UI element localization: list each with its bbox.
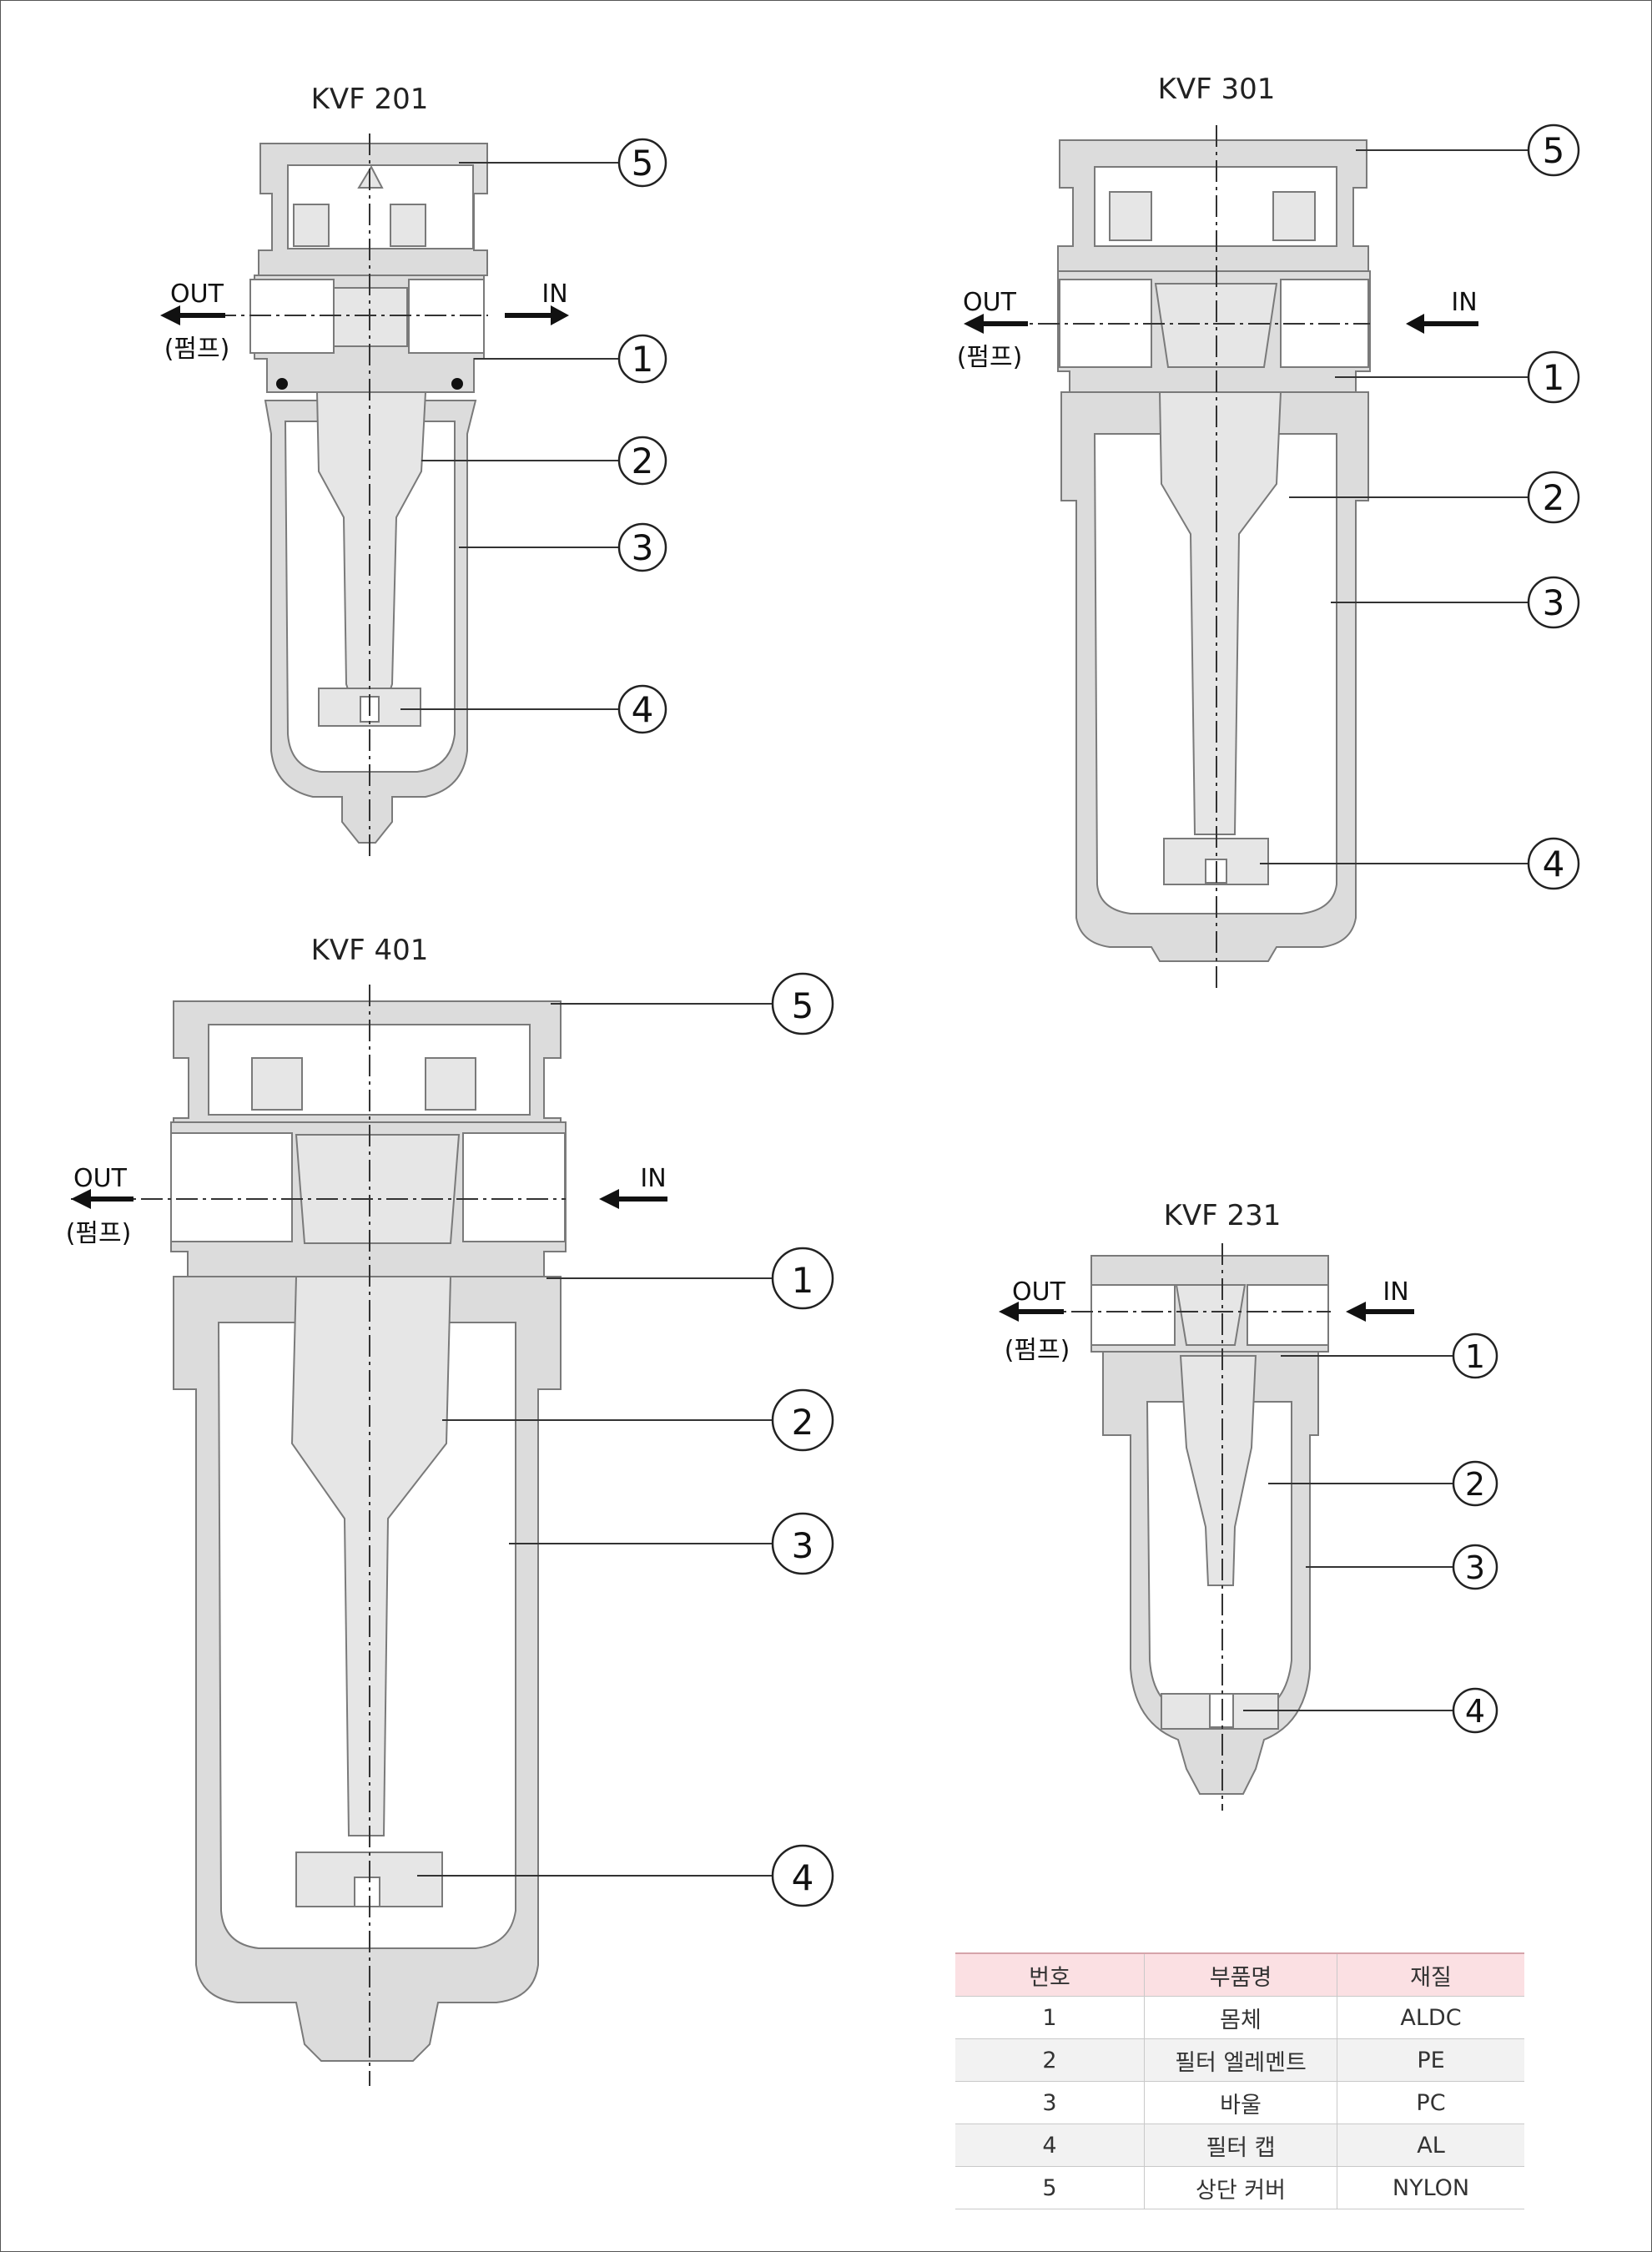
callout-3-kvf401: 3 <box>771 1512 834 1575</box>
row-number: 2 <box>955 2038 1145 2082</box>
in-label-kvf301: IN <box>1451 288 1477 317</box>
callout-5-kvf401: 5 <box>771 972 834 1035</box>
callout-1-kvf201: 1 <box>617 334 667 384</box>
model-title-kvf401: KVF 401 <box>311 934 429 967</box>
row-number: 1 <box>955 1996 1145 2039</box>
filter-drawing-kvf201: KVF 201 OUT (펌프) IN <box>160 83 667 859</box>
out-label-kvf301: OUT <box>963 288 1017 317</box>
callout-5-kvf201: 5 <box>617 138 667 188</box>
row-part-name: 필터 엘레멘트 <box>1144 2038 1337 2082</box>
svg-text:1: 1 <box>632 339 654 380</box>
row-part-name: 몸체 <box>1144 1996 1337 2039</box>
filter-drawing-kvf401: KVF 401 OUT (펌프) IN 5 1 2 3 4 <box>66 934 834 2086</box>
table-row: 5 상단 커버 NYLON <box>955 2166 1524 2209</box>
callout-3-kvf301: 3 <box>1527 576 1580 629</box>
svg-text:1: 1 <box>1465 1338 1485 1375</box>
svg-text:3: 3 <box>1465 1549 1485 1586</box>
model-title-kvf231: KVF 231 <box>1164 1199 1282 1232</box>
svg-text:1: 1 <box>792 1260 814 1301</box>
row-part-name: 필터 캡 <box>1144 2124 1337 2167</box>
svg-text:3: 3 <box>632 527 654 568</box>
pump-label-kvf201: (펌프) <box>164 335 230 364</box>
svg-text:2: 2 <box>632 441 654 481</box>
row-material: AL <box>1337 2124 1524 2167</box>
svg-text:4: 4 <box>1543 844 1565 884</box>
out-label-kvf401: OUT <box>73 1164 128 1193</box>
row-material: PC <box>1337 2081 1524 2124</box>
callout-1-kvf401: 1 <box>771 1247 834 1310</box>
row-part-name: 상단 커버 <box>1144 2166 1337 2209</box>
row-number: 3 <box>955 2081 1145 2124</box>
out-label-kvf201: OUT <box>170 280 224 309</box>
callout-1-kvf301: 1 <box>1527 350 1580 404</box>
callout-3-kvf231: 3 <box>1452 1544 1498 1590</box>
pump-label-kvf231: (펌프) <box>1005 1336 1070 1365</box>
callout-4-kvf301: 4 <box>1527 837 1580 890</box>
parts-table-header: 번호 부품명 재질 <box>955 1952 1524 1997</box>
svg-text:2: 2 <box>1465 1466 1485 1503</box>
header-material: 재질 <box>1337 1952 1524 1997</box>
svg-text:4: 4 <box>1465 1693 1485 1730</box>
callout-2-kvf401: 2 <box>771 1388 834 1452</box>
callout-3-kvf201: 3 <box>617 522 667 572</box>
svg-text:5: 5 <box>632 143 654 184</box>
in-label-kvf201: IN <box>541 280 567 309</box>
svg-text:2: 2 <box>792 1402 814 1443</box>
row-part-name: 바울 <box>1144 2081 1337 2124</box>
filter-drawing-kvf301: KVF 301 OUT (펌프) IN 5 1 2 3 4 <box>957 73 1580 993</box>
svg-text:4: 4 <box>792 1857 814 1898</box>
row-material: ALDC <box>1337 1996 1524 2039</box>
filter-drawing-kvf231: KVF 231 OUT (펌프) IN 1 2 3 4 <box>999 1199 1498 1811</box>
header-number: 번호 <box>955 1952 1145 1997</box>
table-row: 2 필터 엘레멘트 PE <box>955 2038 1524 2082</box>
callout-2-kvf301: 2 <box>1527 471 1580 524</box>
svg-text:3: 3 <box>792 1525 814 1566</box>
svg-text:1: 1 <box>1543 357 1565 398</box>
callout-4-kvf401: 4 <box>771 1844 834 1907</box>
table-row: 3 바울 PC <box>955 2081 1524 2124</box>
callout-4-kvf201: 4 <box>617 684 667 734</box>
header-part-name: 부품명 <box>1144 1952 1337 1997</box>
parts-table: 번호 부품명 재질 1 몸체 ALDC 2 필터 엘레멘트 PE 3 바울 PC… <box>955 1952 1524 2209</box>
table-row: 1 몸체 ALDC <box>955 1996 1524 2039</box>
row-number: 5 <box>955 2166 1145 2209</box>
callout-1-kvf231: 1 <box>1452 1333 1498 1379</box>
row-material: PE <box>1337 2038 1524 2082</box>
pump-label-kvf301: (펌프) <box>957 343 1023 372</box>
row-number: 4 <box>955 2124 1145 2167</box>
svg-text:3: 3 <box>1543 582 1565 623</box>
svg-text:4: 4 <box>632 689 654 730</box>
model-title-kvf201: KVF 201 <box>311 83 429 116</box>
svg-text:5: 5 <box>1543 130 1565 171</box>
pump-label-kvf401: (펌프) <box>66 1219 132 1248</box>
out-label-kvf231: OUT <box>1012 1277 1066 1307</box>
in-label-kvf401: IN <box>640 1164 666 1193</box>
callout-2-kvf231: 2 <box>1452 1460 1498 1507</box>
callout-2-kvf201: 2 <box>617 436 667 486</box>
svg-text:5: 5 <box>792 985 814 1026</box>
callout-5-kvf301: 5 <box>1527 123 1580 177</box>
svg-text:2: 2 <box>1543 477 1565 518</box>
in-label-kvf231: IN <box>1383 1277 1408 1307</box>
model-title-kvf301: KVF 301 <box>1158 73 1276 106</box>
callout-4-kvf231: 4 <box>1452 1687 1498 1734</box>
row-material: NYLON <box>1337 2166 1524 2209</box>
table-row: 4 필터 캡 AL <box>955 2124 1524 2167</box>
